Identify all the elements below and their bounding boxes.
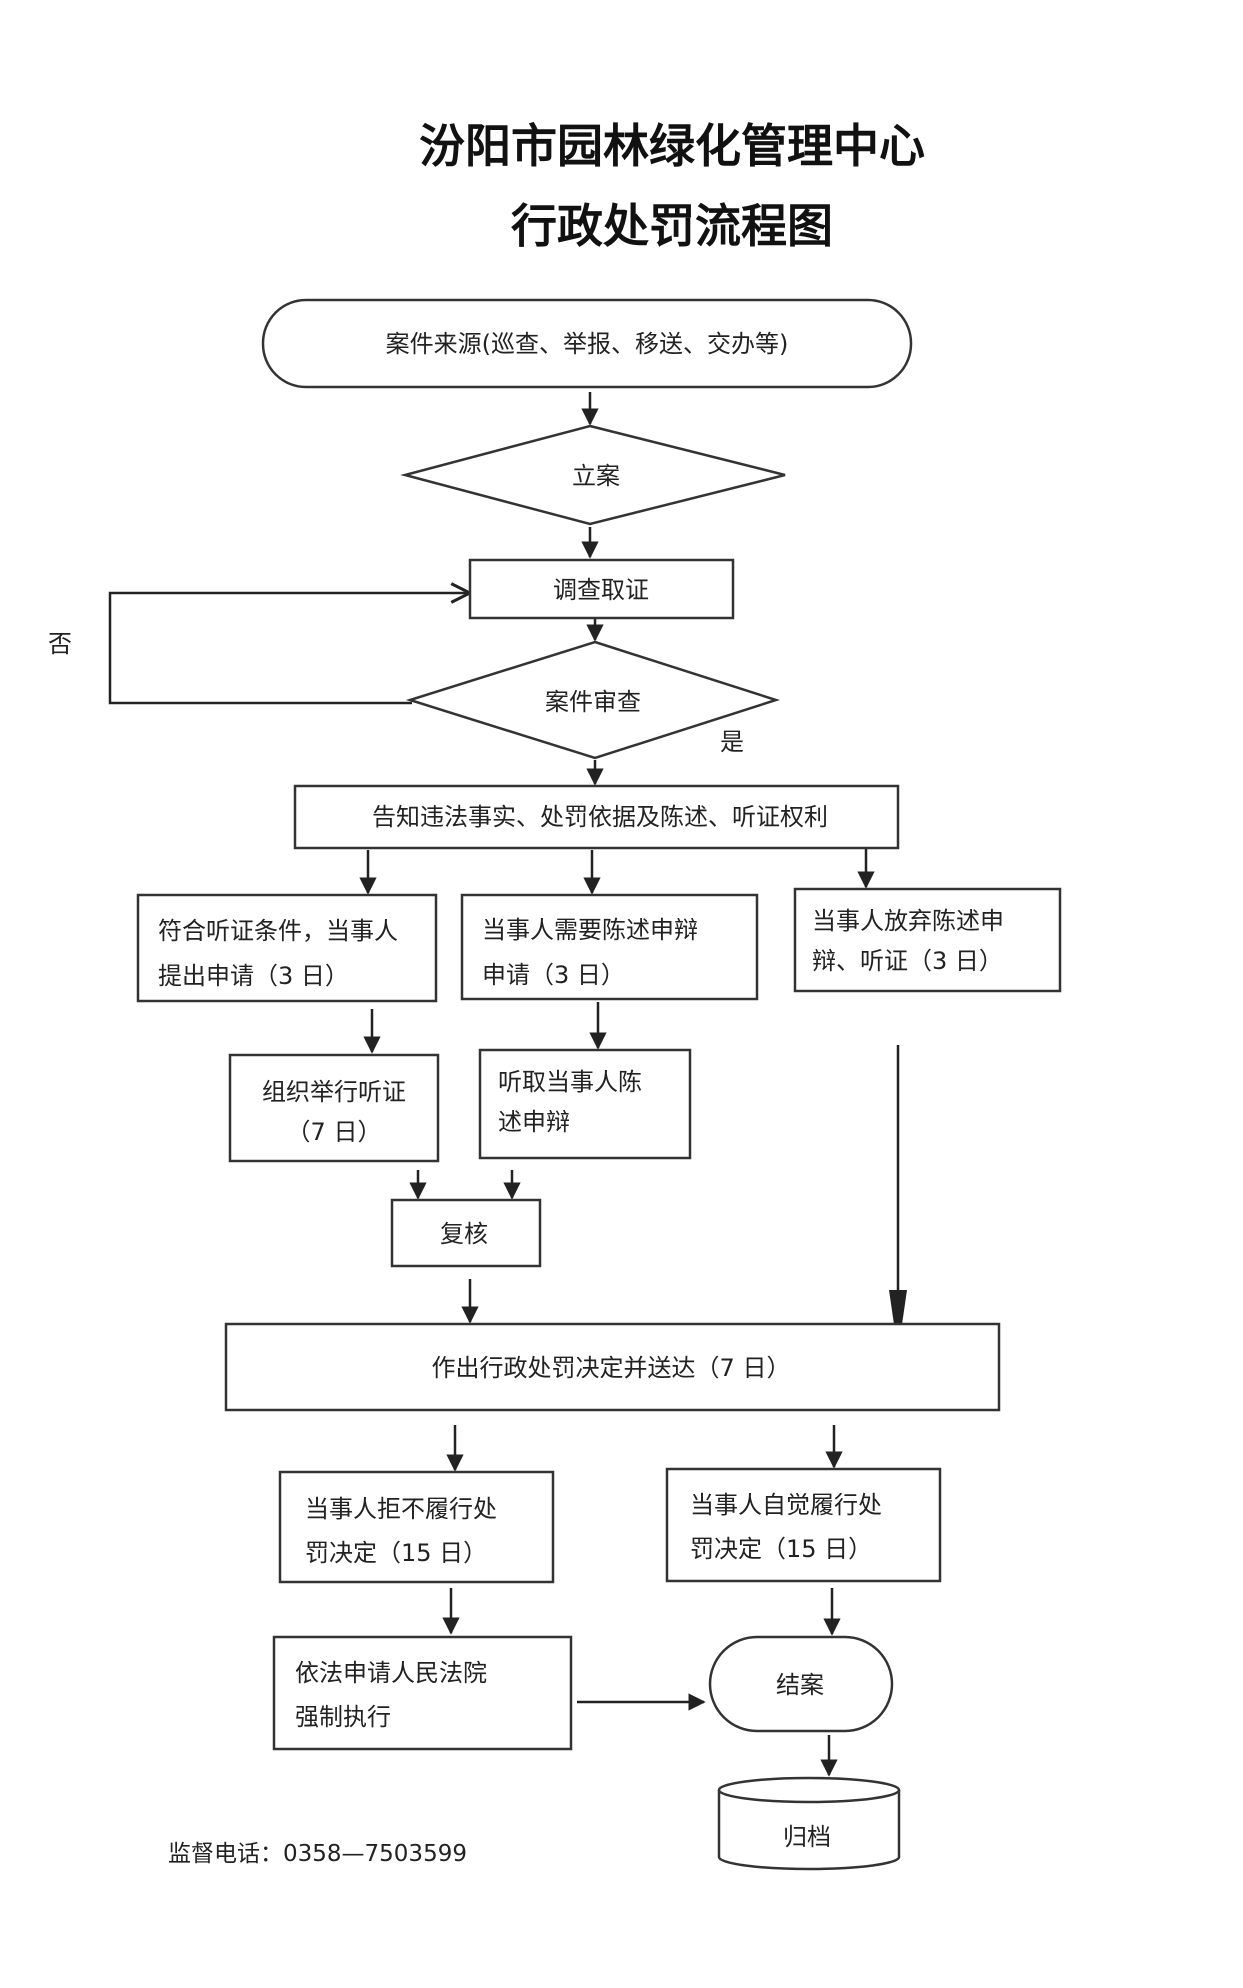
node-recheck: 复核	[390, 1198, 542, 1268]
node-label-line: 依法申请人民法院	[295, 1659, 487, 1687]
node-label-line: 听取当事人陈	[498, 1068, 642, 1096]
node-label-line: 符合听证条件，当事人	[158, 917, 398, 945]
svg-text:复核: 复核	[440, 1220, 488, 1248]
label-no: 否	[48, 630, 72, 658]
node-label-line: 当事人需要陈述申辩	[482, 916, 698, 944]
svg-text:当事人拒不履行处罚决定（15 日）: 当事人拒不履行处罚决定（15 日）	[305, 1495, 497, 1567]
node-label-line: 辩、听证（3 日）	[812, 947, 1003, 975]
svg-text:当事人放弃陈述申辩、听证（3 日）: 当事人放弃陈述申辩、听证（3 日）	[812, 907, 1004, 975]
svg-text:符合听证条件，当事人提出申请（3 日）: 符合听证条件，当事人提出申请（3 日）	[158, 917, 398, 990]
node-listen: 听取当事人陈述申辩	[478, 1048, 692, 1160]
node-comply: 当事人自觉履行处罚决定（15 日）	[665, 1467, 942, 1583]
node-label-line: 组织举行听证	[262, 1078, 406, 1106]
title-line-2: 行政处罚流程图	[511, 199, 833, 253]
node-label-line: 强制执行	[295, 1703, 391, 1731]
node-label-line: 结案	[776, 1671, 824, 1699]
edge-waive-decision	[889, 1045, 907, 1352]
label-yes: 是	[720, 728, 744, 756]
svg-text:依法申请人民法院强制执行: 依法申请人民法院强制执行	[295, 1659, 487, 1731]
node-label-line: 述申辩	[498, 1108, 570, 1136]
node-label-line: （7 日）	[287, 1118, 382, 1146]
node-statement-req: 当事人需要陈述申辩申请（3 日）	[460, 893, 759, 1001]
node-hearing-req: 符合听证条件，当事人提出申请（3 日）	[136, 893, 438, 1003]
node-label-line: 当事人自觉履行处	[690, 1491, 882, 1519]
node-label-line: 提出申请（3 日）	[158, 962, 349, 990]
node-review: 案件审查	[405, 640, 781, 760]
edge-review-no-loop	[108, 593, 470, 705]
edges	[108, 392, 907, 1777]
supervision-phone: 监督电话：0358—7503599	[168, 1841, 467, 1867]
node-waive: 当事人放弃陈述申辩、听证（3 日）	[793, 887, 1062, 993]
node-notify: 告知违法事实、处罚依据及陈述、听证权利	[293, 784, 900, 850]
node-label-line: 告知违法事实、处罚依据及陈述、听证权利	[372, 803, 828, 831]
node-label-line: 复核	[440, 1220, 488, 1248]
node-label-line: 申请（3 日）	[482, 961, 625, 989]
svg-text:归档: 归档	[783, 1823, 831, 1851]
svg-text:组织举行听证（7 日）: 组织举行听证 （7 日）	[262, 1078, 406, 1146]
svg-text:告知违法事实、处罚依据及陈述、听证权利: 告知违法事实、处罚依据及陈述、听证权利	[372, 803, 828, 831]
svg-text:结案: 结案	[776, 1671, 824, 1699]
svg-text:案件审查: 案件审查	[545, 688, 641, 716]
node-label-line: 案件来源(巡查、举报、移送、交办等)	[386, 330, 789, 358]
node-label-line: 当事人放弃陈述申	[812, 907, 1004, 935]
node-archive: 归档	[717, 1776, 901, 1871]
node-label-line: 当事人拒不履行处	[305, 1495, 497, 1523]
svg-text:当事人自觉履行处罚决定（15 日）: 当事人自觉履行处罚决定（15 日）	[690, 1491, 882, 1563]
node-label-line: 案件审查	[545, 688, 641, 716]
node-label-line: 归档	[783, 1823, 831, 1851]
node-label-line: 作出行政处罚决定并送达（7 日）	[432, 1354, 791, 1382]
svg-text:调查取证: 调查取证	[553, 576, 649, 604]
node-decision: 作出行政处罚决定并送达（7 日）	[224, 1322, 1001, 1412]
node-close: 结案	[708, 1635, 894, 1733]
node-source: 案件来源(巡查、举报、移送、交办等)	[261, 298, 913, 389]
node-label-line: 立案	[572, 462, 620, 490]
node-court: 依法申请人民法院强制执行	[272, 1635, 573, 1751]
svg-text:听取当事人陈述申辩: 听取当事人陈述申辩	[498, 1068, 642, 1136]
node-label-line: 罚决定（15 日）	[690, 1535, 872, 1563]
node-label-line: 罚决定（15 日）	[305, 1539, 487, 1567]
svg-text:当事人需要陈述申辩申请（3 日）: 当事人需要陈述申辩申请（3 日）	[482, 916, 698, 989]
node-label-line: 调查取证	[553, 576, 649, 604]
title-line-1: 汾阳市园林绿化管理中心	[419, 119, 925, 173]
node-filing: 立案	[400, 424, 786, 526]
svg-text:立案: 立案	[572, 462, 620, 490]
node-hold-hearing: 组织举行听证 （7 日）	[228, 1053, 440, 1163]
svg-text:案件来源(巡查、举报、移送、交办等): 案件来源(巡查、举报、移送、交办等)	[386, 330, 789, 358]
node-refuse: 当事人拒不履行处罚决定（15 日）	[278, 1470, 555, 1584]
svg-text:作出行政处罚决定并送达（7 日）: 作出行政处罚决定并送达（7 日）	[432, 1354, 791, 1382]
node-investigate: 调查取证	[468, 558, 735, 620]
